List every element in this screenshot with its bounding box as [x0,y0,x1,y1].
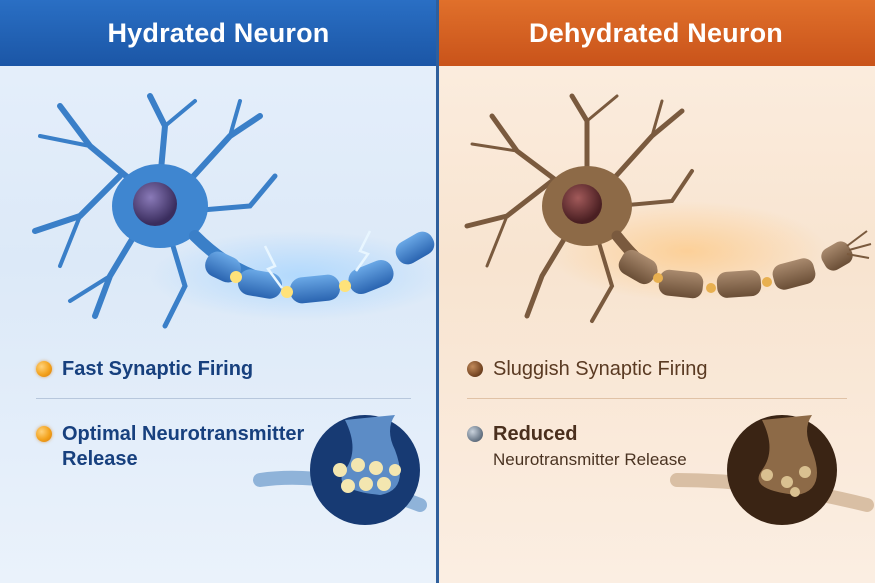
sluggish-firing-item: Sluggish Synaptic Firing [467,357,708,382]
signal-glow [150,231,437,321]
dendrites [32,93,278,329]
hydrated-synapse-illustration [253,415,427,525]
fast-firing-label: Fast Synaptic Firing [62,358,254,380]
divider-line [467,398,847,399]
axon-terminal-fibers [846,230,872,259]
optimal-release-label: Optimal Neurotransmitter Release [62,422,304,472]
reduced-release-item: Reduced Neurotransmitter Release [467,422,687,472]
orange-dot-icon [36,426,52,442]
weak-nodes [653,273,772,293]
dehydrated-panel: Dehydrated Neuron [437,0,875,583]
dehydrated-neuron-illustration [464,93,872,323]
myelin-segments [205,231,435,304]
hydrated-title: Hydrated Neuron [0,0,437,66]
optimal-release-item: Optimal Neurotransmitter Release [36,422,304,472]
dendrites [464,93,694,323]
brown-dot-icon [467,361,483,377]
nodes-of-ranvier [230,271,351,298]
vesicles [333,458,401,493]
panel-divider [436,0,439,583]
nucleus [133,182,177,226]
orange-dot-icon [36,361,52,377]
hydrated-neuron-illustration [32,93,437,329]
reduced-release-line1: Reduced [493,423,578,445]
dehydrated-title: Dehydrated Neuron [437,0,875,66]
lightning-icon [263,230,372,289]
gray-dot-icon [467,426,483,442]
fast-firing-item: Fast Synaptic Firing [36,357,253,382]
optimal-release-line1: Optimal Neurotransmitter [62,423,305,445]
divider-line [36,398,411,399]
sparse-vesicles [761,466,811,497]
optimal-release-line2: Release [62,448,138,470]
reduced-release-label: Reduced Neurotransmitter Release [493,422,687,472]
reduced-release-line2: Neurotransmitter Release [493,450,687,469]
nucleus [562,184,602,224]
dehydrated-synapse-illustration [670,415,874,525]
sluggish-firing-label: Sluggish Synaptic Firing [493,358,708,380]
hydrated-panel: Hydrated Neuron [0,0,437,583]
myelin-segments [618,241,853,299]
